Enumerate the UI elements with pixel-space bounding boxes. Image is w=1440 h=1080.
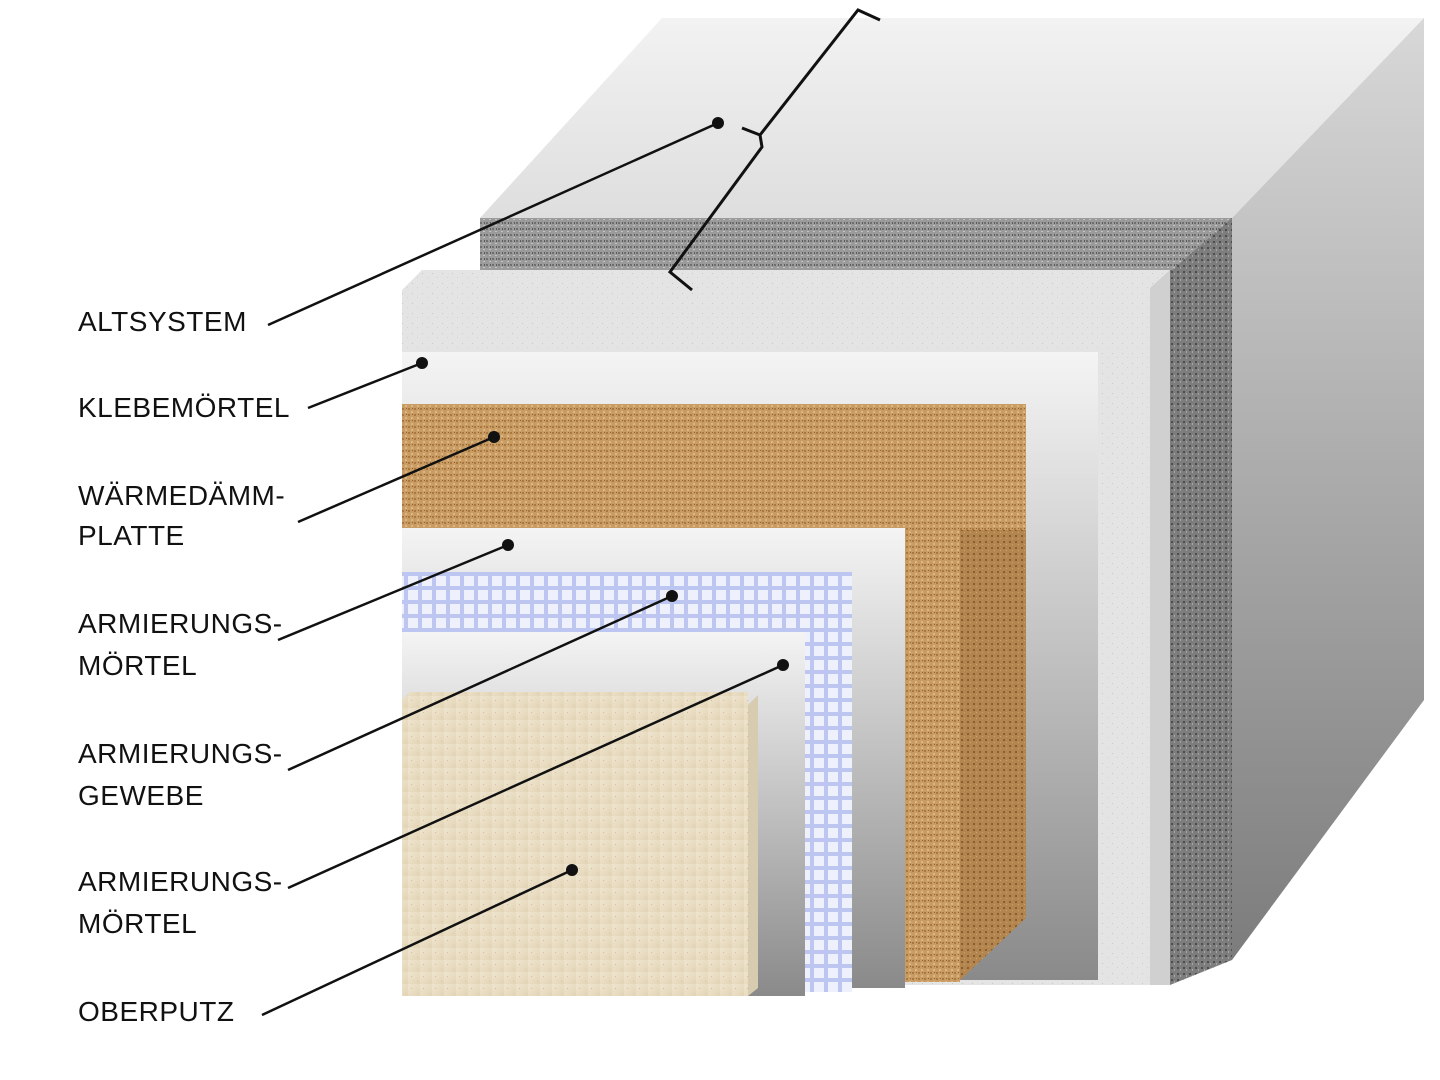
wall-top-face bbox=[480, 18, 1424, 218]
adhesive-side bbox=[1150, 270, 1170, 985]
leader-dots bbox=[416, 117, 789, 876]
leader-klebemoertel bbox=[307, 361, 423, 410]
label-waermedaemm-line2: PLATTE bbox=[78, 520, 185, 551]
old-render-side bbox=[1170, 218, 1232, 985]
wall-side-face bbox=[1232, 18, 1424, 960]
leader-armierungsmoertel-2 bbox=[287, 663, 784, 890]
leader-armierungsgewebe bbox=[287, 594, 673, 772]
dot-klebemoertel bbox=[416, 357, 428, 369]
dot-armierungsmoertel-2 bbox=[777, 659, 789, 671]
old-render-front bbox=[480, 218, 1232, 278]
label-altsystem: ALTSYSTEM bbox=[78, 306, 247, 337]
label-waermedaemm-line1: WÄRMEDÄMM- bbox=[78, 480, 286, 511]
finish-plaster-front bbox=[402, 692, 748, 996]
dot-waermedaemmplatte bbox=[488, 431, 500, 443]
label-armierungsgewebe-line2: GEWEBE bbox=[78, 780, 204, 811]
dot-oberputz bbox=[566, 864, 578, 876]
label-armierungsmoertel-2-line1: ARMIERUNGS- bbox=[78, 866, 283, 897]
dot-armierungsgewebe bbox=[666, 590, 678, 602]
label-armierungsmoertel-1-line2: MÖRTEL bbox=[78, 650, 198, 681]
finish-plaster-side bbox=[748, 695, 758, 996]
insulation-board-side bbox=[958, 404, 1026, 982]
altsystem-bracket bbox=[667, 8, 881, 292]
label-oberputz: OBERPUTZ bbox=[78, 996, 235, 1027]
leader-oberputz bbox=[261, 868, 573, 1017]
leader-armierungsmoertel-1 bbox=[277, 543, 509, 642]
leader-lines bbox=[261, 121, 784, 1017]
leader-waermedaemmplatte bbox=[297, 435, 495, 524]
label-armierungsmoertel-2-line2: MÖRTEL bbox=[78, 908, 198, 939]
label-armierungsgewebe-line1: ARMIERUNGS- bbox=[78, 738, 283, 769]
label-klebemoertel: KLEBEMÖRTEL bbox=[78, 392, 290, 423]
leader-altsystem bbox=[267, 121, 719, 327]
label-armierungsmoertel-1-line1: ARMIERUNGS- bbox=[78, 608, 283, 639]
insulation-board-edge bbox=[905, 404, 960, 982]
dot-armierungsmoertel-1 bbox=[502, 539, 514, 551]
dot-altsystem bbox=[712, 117, 724, 129]
